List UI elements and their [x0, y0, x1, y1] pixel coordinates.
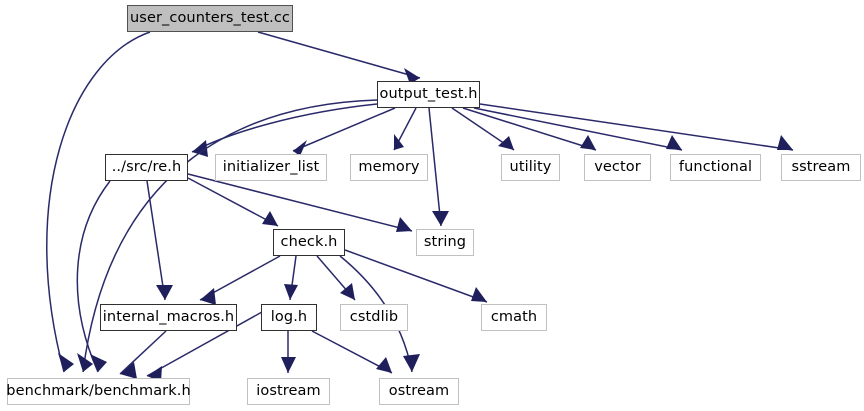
edge-output_test-to-re [191, 103, 378, 153]
node-label-utility: utility [509, 159, 552, 176]
node-label-cstdlib: cstdlib [349, 309, 399, 326]
arrowhead-check-to-internal_macros [200, 288, 216, 305]
arrowhead-check-to-ostream [403, 354, 420, 372]
node-vector[interactable]: vector [584, 154, 651, 181]
edge-output_test-to-functional [473, 107, 683, 151]
edge-output_test-to-vector [462, 107, 597, 151]
node-user_counters_test[interactable]: user_counters_test.cc [127, 5, 293, 32]
arrowhead-re-to-internal_macros [156, 285, 173, 300]
node-label-benchmark: benchmark/benchmark.h [6, 383, 191, 400]
edge-re-to-benchmark [76, 180, 111, 373]
arrowhead-check-to-cmath [471, 287, 487, 302]
node-label-log: log.h [270, 309, 308, 326]
arrowhead-re-to-benchmark [90, 354, 107, 372]
node-benchmark[interactable]: benchmark/benchmark.h [6, 378, 191, 405]
node-label-user_counters_test: user_counters_test.cc [130, 10, 290, 27]
node-label-memory: memory [358, 159, 420, 176]
node-label-check: check.h [280, 234, 338, 251]
node-label-cmath: cmath [490, 309, 538, 326]
node-label-functional: functional [678, 159, 753, 176]
edge-output_test-to-string [428, 107, 442, 227]
arrowhead-re-to-string [396, 217, 412, 232]
arrowhead-output_test-to-sstream [777, 135, 793, 150]
node-check[interactable]: check.h [273, 229, 345, 256]
node-label-internal_macros: internal_macros.h [102, 309, 235, 326]
arrowhead-log-to-ostream [376, 357, 392, 373]
node-output_test[interactable]: output_test.h [377, 81, 480, 108]
node-label-iostream: iostream [256, 383, 321, 400]
node-cmath[interactable]: cmath [481, 304, 547, 331]
arrowhead-output_test-to-benchmark [77, 353, 93, 372]
node-sstream[interactable]: sstream [781, 154, 861, 181]
node-initializer_list[interactable]: initializer_list [215, 154, 327, 181]
node-label-sstream: sstream [791, 159, 851, 176]
node-label-string: string [423, 234, 467, 251]
edge-user_counters_test-to-benchmark [46, 31, 151, 373]
arrowhead-user_counters_test-to-benchmark [58, 353, 74, 372]
arrowhead-output_test-to-utility [498, 136, 514, 150]
node-internal_macros[interactable]: internal_macros.h [100, 304, 237, 331]
arrowhead-output_test-to-vector [580, 135, 596, 150]
edge-re-to-internal_macros [146, 180, 166, 301]
edge-output_test-to-benchmark [82, 99, 378, 373]
edge-check-to-cmath [344, 249, 488, 303]
arrowhead-output_test-to-memory [394, 134, 404, 150]
edge-re-to-check [187, 177, 279, 227]
node-label-vector: vector [594, 159, 641, 176]
node-log[interactable]: log.h [261, 304, 317, 331]
edge-output_test-to-initializer_list [292, 107, 396, 152]
edge-log-to-benchmark [146, 311, 263, 377]
node-cstdlib[interactable]: cstdlib [340, 304, 408, 331]
arrowhead-output_test-to-initializer_list [293, 140, 307, 156]
node-utility[interactable]: utility [501, 154, 560, 181]
node-iostream[interactable]: iostream [247, 378, 330, 405]
arrowhead-re-to-check [262, 211, 278, 226]
node-functional[interactable]: functional [670, 154, 761, 181]
arrowhead-check-to-log [284, 284, 298, 300]
arrowhead-internal_macros-to-benchmark [120, 362, 137, 379]
arrowhead-check-to-cstdlib [340, 283, 355, 300]
arrowhead-log-to-iostream [281, 357, 296, 373]
node-string[interactable]: string [416, 229, 474, 256]
node-memory[interactable]: memory [350, 154, 428, 181]
arrowhead-output_test-to-string [432, 211, 449, 226]
node-label-ostream: ostream [388, 383, 450, 400]
edge-internal_macros-to-benchmark [119, 330, 167, 375]
edge-output_test-to-sstream [479, 103, 794, 151]
arrowhead-user_counters_test-to-output_test [404, 68, 420, 84]
node-re[interactable]: ../src/re.h [105, 154, 188, 181]
arrowhead-output_test-to-functional [666, 135, 682, 150]
node-label-output_test: output_test.h [379, 86, 478, 103]
arrowhead-output_test-to-re [192, 140, 208, 157]
node-ostream[interactable]: ostream [379, 378, 459, 405]
node-label-re: ../src/re.h [111, 159, 182, 176]
edge-re-to-string [187, 173, 413, 232]
edge-user_counters_test-to-output_test [257, 31, 421, 79]
node-label-initializer_list: initializer_list [222, 159, 320, 176]
